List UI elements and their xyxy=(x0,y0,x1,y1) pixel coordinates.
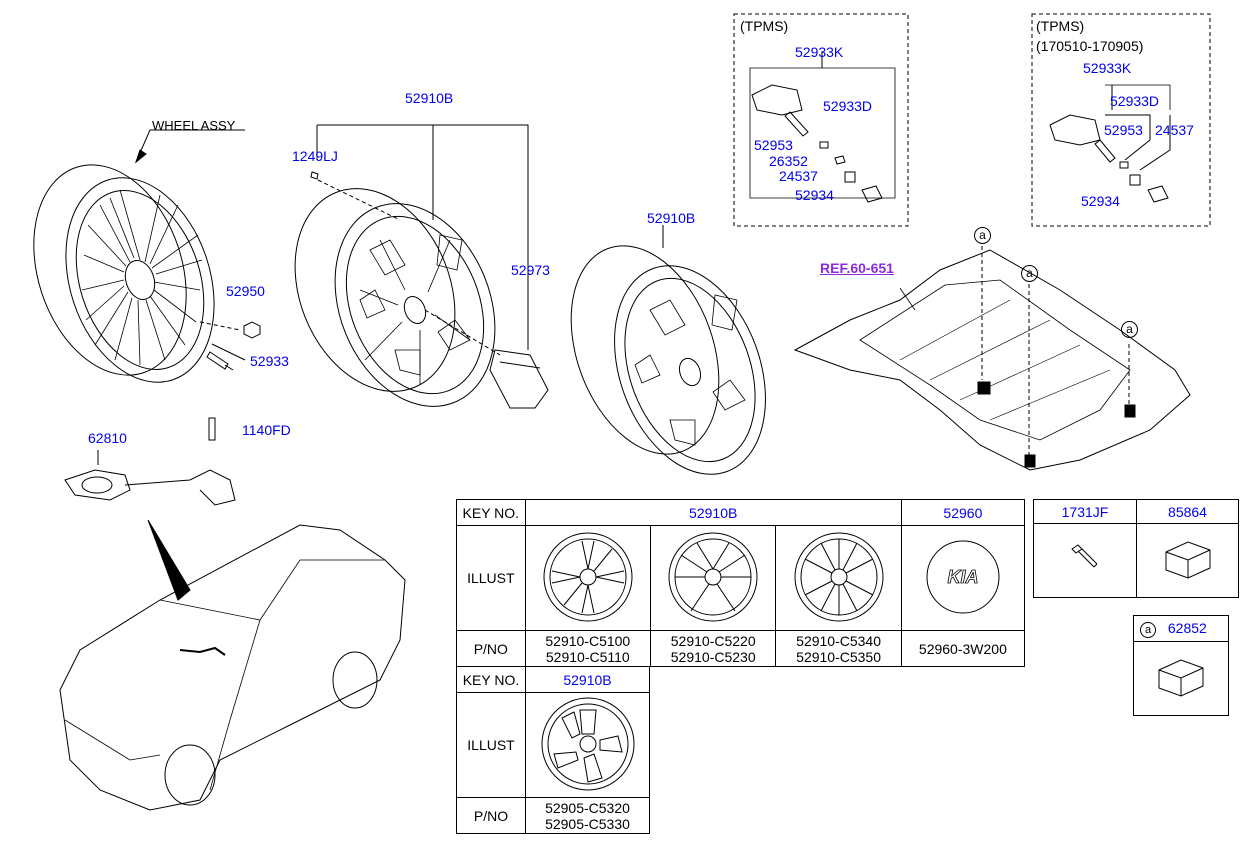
part-label-24537[interactable]: 24537 xyxy=(1155,122,1194,138)
callout-circle-a: a xyxy=(1140,621,1156,638)
part-number: 52910-C5230 xyxy=(670,648,756,665)
callout-circle-a: a xyxy=(974,227,991,244)
wheel-illustration-2 xyxy=(649,525,777,631)
parts-table-a: a 62852 xyxy=(1133,615,1229,716)
illust-header: ILLUST xyxy=(456,692,526,798)
tpms-date-range: (170510-170905) xyxy=(1036,38,1144,54)
tpms-label: (TPMS) xyxy=(1036,18,1085,34)
part-label-52973[interactable]: 52973 xyxy=(511,262,550,278)
illust-header: ILLUST xyxy=(456,525,526,631)
nut-and-valve xyxy=(199,321,261,371)
part-number: 52905-C5330 xyxy=(545,815,630,832)
tpms-box-1 xyxy=(733,13,909,227)
part-label-52933K[interactable]: 52933K xyxy=(795,44,844,60)
pad-illustration xyxy=(1133,641,1229,716)
part-label-52933[interactable]: 52933 xyxy=(250,353,289,369)
kia-logo: KIA xyxy=(947,567,978,587)
car-illustration xyxy=(59,519,406,811)
part-label-52950[interactable]: 52950 xyxy=(226,283,265,299)
tpms-label: (TPMS) xyxy=(740,18,789,34)
callout-circle-a: a xyxy=(1021,265,1038,282)
part-number: 52910-C5100 xyxy=(545,632,631,649)
key-no-header: KEY NO. xyxy=(456,499,526,526)
part-label-52934[interactable]: 52934 xyxy=(1081,193,1120,209)
key-62852[interactable]: 62852 xyxy=(1167,619,1207,636)
pno-header: P/NO xyxy=(456,797,526,834)
part-number: 52910-C5340 xyxy=(796,632,882,649)
part-label-52933D[interactable]: 52933D xyxy=(823,98,873,114)
callout-circle-a: a xyxy=(1121,321,1138,338)
key-no-header: KEY NO. xyxy=(456,666,526,693)
wheel-illustration-4 xyxy=(525,692,650,798)
key-52910B[interactable]: 52910B xyxy=(525,666,650,693)
part-label-52953[interactable]: 52953 xyxy=(1104,122,1143,138)
part-label-52933K[interactable]: 52933K xyxy=(1083,60,1132,76)
part-number: 52905-C5320 xyxy=(545,799,630,816)
bolt-illustration xyxy=(1033,523,1137,598)
logo-illustration: KIA xyxy=(900,525,1026,631)
part-number: 52910-C5220 xyxy=(670,632,756,649)
wheel-assy-label: WHEEL ASSY xyxy=(152,118,236,133)
part-label-52933D[interactable]: 52933D xyxy=(1110,93,1160,109)
part-label-52910B[interactable]: 52910B xyxy=(405,90,454,106)
jack-illustration xyxy=(64,417,236,506)
part-number: 52960-3W200 xyxy=(900,630,1026,667)
part-label-26352[interactable]: 26352 xyxy=(769,153,808,169)
pno-header: P/NO xyxy=(456,630,526,667)
key-52960[interactable]: 52960 xyxy=(900,499,1026,526)
wheel-52910B-second-illustration xyxy=(570,225,766,475)
part-label-1140FD[interactable]: 1140FD xyxy=(242,422,291,438)
parts-table-main: KEY NO. 52910B 52960 ILLUST KIA P/NO 529… xyxy=(456,499,1026,667)
key-52910B[interactable]: 52910B xyxy=(524,499,902,526)
part-label-1249LJ[interactable]: 1249LJ xyxy=(292,148,338,164)
reference-link[interactable]: REF.60-651 xyxy=(820,260,894,276)
part-label-52953[interactable]: 52953 xyxy=(754,137,793,153)
part-label-62810[interactable]: 62810 xyxy=(88,430,127,446)
part-number: 52910-C5350 xyxy=(796,648,882,665)
wheel-illustration-1 xyxy=(524,525,652,631)
key-1731JF[interactable]: 1731JF xyxy=(1033,499,1137,524)
parts-table-small: 1731JF 85864 xyxy=(1033,499,1239,598)
part-label-52934[interactable]: 52934 xyxy=(795,187,834,203)
floor-panel-illustration xyxy=(793,246,1191,471)
key-85864[interactable]: 85864 xyxy=(1136,499,1239,524)
pad-illustration xyxy=(1136,523,1239,598)
wheel-assy-illustration xyxy=(33,129,245,383)
part-label-24537[interactable]: 24537 xyxy=(779,168,818,184)
part-label-52910B[interactable]: 52910B xyxy=(647,210,696,226)
wheel-52910B-illustration xyxy=(294,124,549,409)
part-number: 52910-C5110 xyxy=(545,648,630,665)
wheel-illustration-3 xyxy=(775,525,902,631)
tpms-box-2 xyxy=(1031,13,1211,227)
